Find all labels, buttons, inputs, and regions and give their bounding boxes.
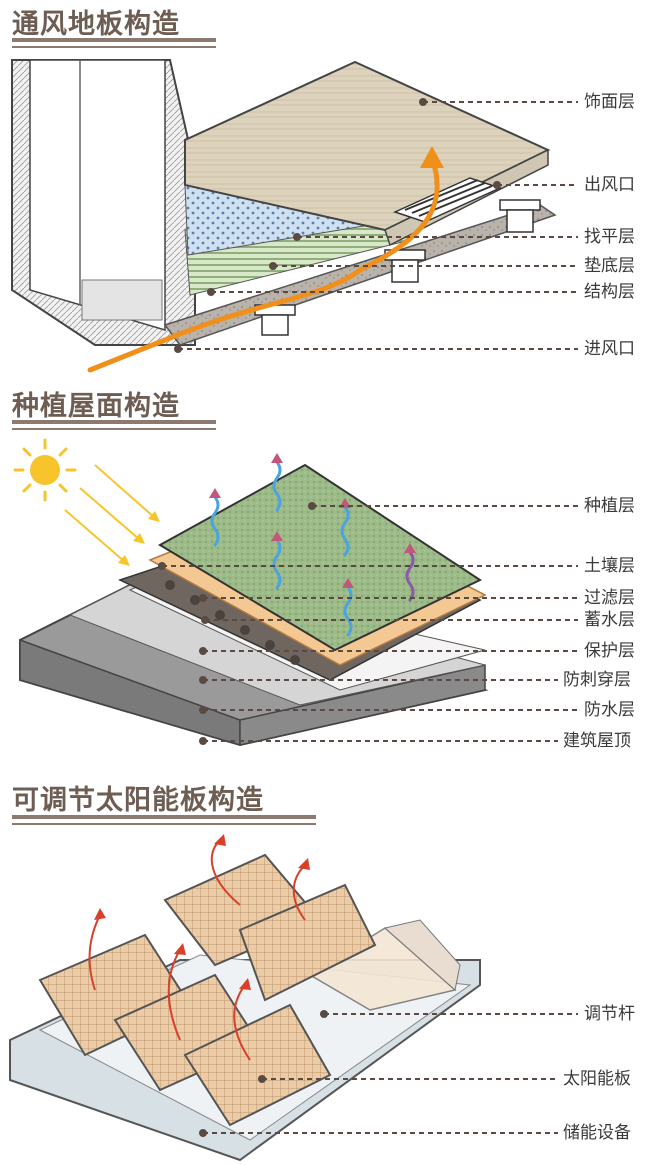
evaporation-arrows xyxy=(210,460,415,637)
title-underline xyxy=(12,823,316,825)
label-planting-layer: 种植层 xyxy=(584,496,635,516)
label-anti-puncture-layer: 防刺穿层 xyxy=(563,670,631,690)
airflow-arrow xyxy=(87,155,440,373)
planting-layer xyxy=(157,463,483,652)
label-finish-layer: 饰面层 xyxy=(584,92,635,112)
label-soil-layer: 土壤层 xyxy=(584,556,635,576)
title-underline xyxy=(12,815,316,819)
sun-icon xyxy=(13,438,77,502)
ventilated-floor-diagram xyxy=(11,59,578,373)
label-solar-panel: 太阳能板 xyxy=(563,1069,631,1089)
section-title-solar-panel: 可调节太阳能板构造 xyxy=(12,785,264,816)
label-building-roof: 建筑屋顶 xyxy=(563,731,631,751)
label-air-outlet: 出风口 xyxy=(584,175,635,195)
title-underline xyxy=(12,420,216,424)
label-filter-layer: 过滤层 xyxy=(584,588,635,608)
label-leveling-layer: 找平层 xyxy=(584,227,635,247)
label-waterproof-layer: 防水层 xyxy=(584,700,635,720)
green-roof-diagram xyxy=(13,438,578,747)
label-cushion-layer: 垫底层 xyxy=(584,256,635,276)
title-underline xyxy=(12,38,216,42)
section-title-ventilated-floor: 通风地板构造 xyxy=(12,9,180,40)
section2-leaders xyxy=(162,505,578,742)
heat-arrows xyxy=(88,839,306,1061)
label-water-storage-layer: 蓄水层 xyxy=(584,610,635,630)
solar-panels xyxy=(38,853,377,1127)
label-energy-storage: 储能设备 xyxy=(563,1123,631,1143)
section1-leaders xyxy=(178,101,578,350)
label-protection-layer: 保护层 xyxy=(584,641,635,661)
wall-face xyxy=(29,59,166,332)
section3-leaders xyxy=(203,1013,578,1134)
solar-panel-diagram xyxy=(9,834,578,1162)
label-adjusting-rod: 调节杆 xyxy=(584,1004,635,1024)
title-underline xyxy=(12,428,216,430)
label-structure-layer: 结构层 xyxy=(584,282,635,302)
sunlight-arrows xyxy=(64,464,156,563)
section-title-green-roof: 种植屋面构造 xyxy=(12,391,180,422)
label-air-inlet: 进风口 xyxy=(584,339,635,359)
title-underline xyxy=(12,46,216,48)
airflow-arrowhead xyxy=(420,146,444,168)
